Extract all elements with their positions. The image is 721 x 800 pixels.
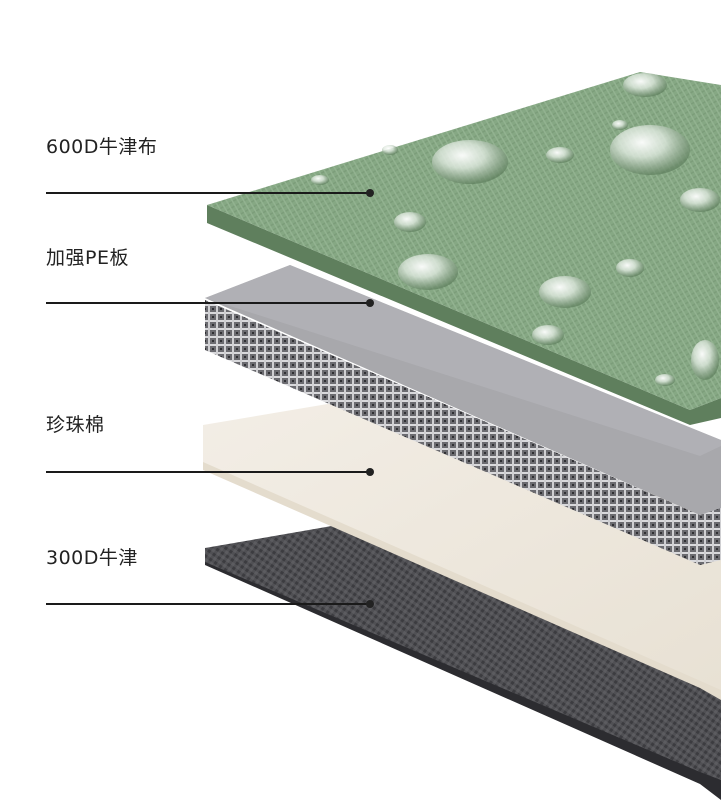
water-droplets	[311, 73, 720, 386]
label-pe-board: 加强PE板	[46, 247, 129, 269]
leader-line-pearl	[46, 471, 371, 473]
leader-line-300d	[46, 603, 371, 605]
leader-line-600d	[46, 192, 371, 194]
layer-600d-oxford	[207, 72, 721, 425]
layer-pearl-cotton	[203, 396, 721, 700]
label-pearl-cotton: 珍珠棉	[46, 414, 105, 436]
leader-line-pe	[46, 302, 371, 304]
leader-dot-300d	[366, 600, 374, 608]
layer-pe-board	[205, 265, 721, 565]
leader-dot-600d	[366, 189, 374, 197]
leader-dot-pe	[366, 299, 374, 307]
leader-dot-pearl	[366, 468, 374, 476]
label-600d-oxford: 600D牛津布	[46, 136, 158, 158]
label-300d-oxford: 300D牛津	[46, 547, 138, 569]
